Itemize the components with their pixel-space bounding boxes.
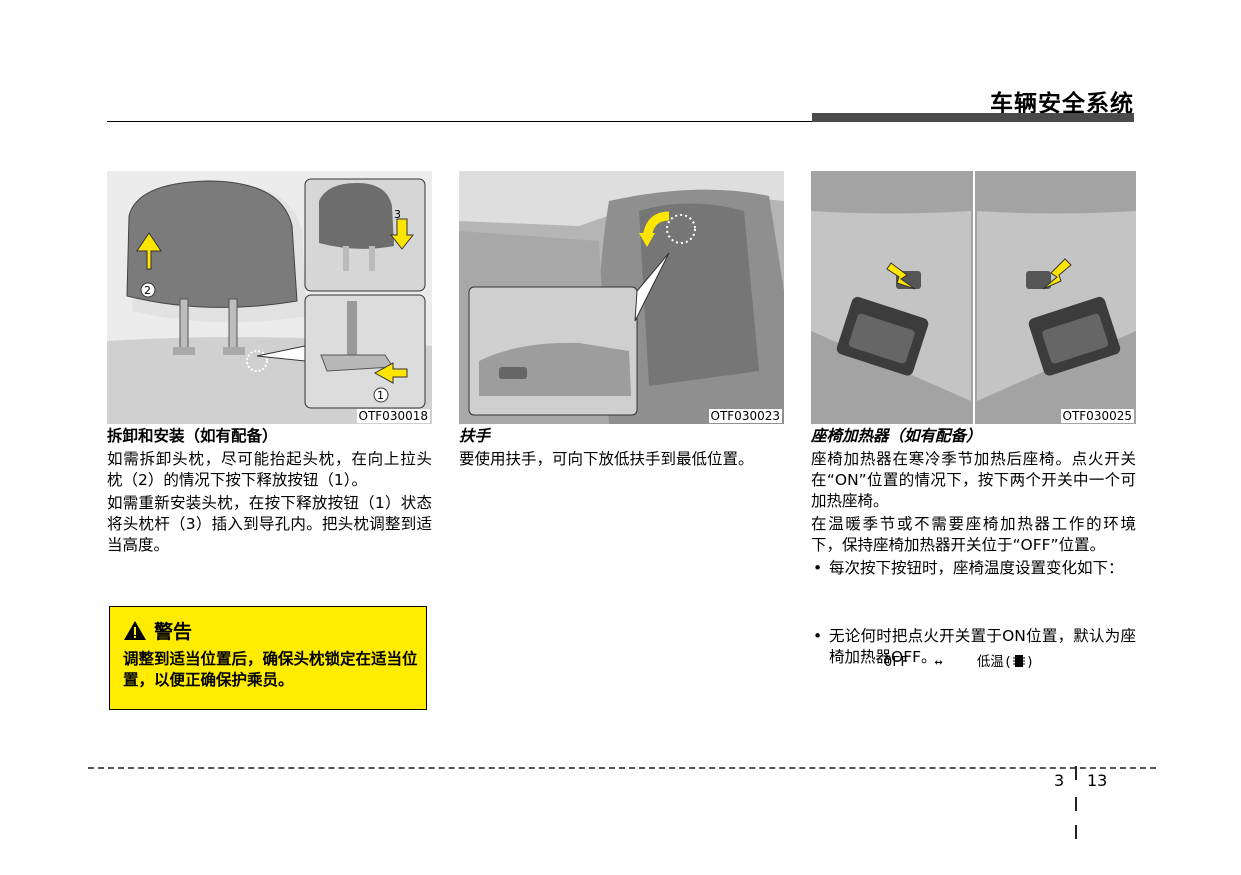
svg-text:3: 3 <box>394 208 401 221</box>
bullet-item: •每次按下按钮时，座椅温度设置变化如下： <box>813 559 1124 577</box>
section-title: 拆卸和安装（如有配备） <box>107 427 278 445</box>
heat-off-label: OFF <box>884 654 909 670</box>
figure-seat-warmer: OTF030025 <box>811 171 1136 424</box>
header-rule <box>107 121 812 122</box>
page-divider <box>1075 797 1077 811</box>
heat-low-label: 低温( <box>976 654 1012 670</box>
figure-code: OTF030023 <box>708 409 782 423</box>
seat-heat-icon <box>1012 655 1025 667</box>
page-divider <box>1075 766 1077 780</box>
chapter-number: 3 <box>1054 771 1065 790</box>
paragraph: 在温暖季节或不需要座椅加热器工作的环境下，保持座椅加热器开关位于“OFF”位置。 <box>811 515 1136 554</box>
section-header-title: 车辆安全系统 <box>990 91 1134 117</box>
page-divider <box>1075 825 1077 839</box>
page-number: 13 <box>1087 771 1108 790</box>
warning-triangle-icon <box>124 621 146 640</box>
svg-text:2: 2 <box>144 284 151 297</box>
header-bar <box>812 113 1134 122</box>
bullet-item: •无论何时把点火开关置于ON位置，默认为座椅加热器OFF。 <box>813 627 1136 666</box>
figure-code: OTF030025 <box>1060 409 1134 423</box>
paragraph: 如需重新安装头枕，在按下释放按钮（1）状态将头枕杆（3）插入到导孔内。把头枕调整… <box>107 494 432 554</box>
warning-box: 警告 调整到适当位置后，确保头枕锁定在适当位置，以便正确保护乘员。 <box>109 606 427 710</box>
paragraph: 座椅加热器在寒冷季节加热后座椅。点火开关在“ON”位置的情况下，按下两个开关中一… <box>811 450 1136 510</box>
figure-armrest: OTF030023 <box>459 171 784 424</box>
heat-setting-diagram: OFF ↔ 低温() <box>884 650 1034 670</box>
armrest-section: 扶手 要使用扶手，可向下放低扶手到最低位置。 <box>459 426 784 472</box>
section-title: 扶手 <box>459 427 491 445</box>
seat-warmer-section: 座椅加热器（如有配备） 座椅加热器在寒冷季节加热后座椅。点火开关在“ON”位置的… <box>811 426 1136 670</box>
footer-dashed-rule <box>88 767 1156 769</box>
headrest-section: 拆卸和安装（如有配备） 如需拆卸头枕，尽可能抬起头枕，在向上拉头枕（2）的情况下… <box>107 426 432 558</box>
arrow-icon: ↔ <box>934 654 943 670</box>
section-title: 座椅加热器（如有配备） <box>811 427 982 445</box>
paragraph: 如需拆卸头枕，尽可能抬起头枕，在向上拉头枕（2）的情况下按下释放按钮（1）。 <box>107 450 432 489</box>
warning-text: 调整到适当位置后，确保头枕锁定在适当位置，以便正确保护乘员。 <box>123 650 418 689</box>
figure-headrest: 2 3 1 OTF030018 <box>107 171 432 424</box>
paragraph: 要使用扶手，可向下放低扶手到最低位置。 <box>459 450 754 468</box>
figure-code: OTF030018 <box>356 409 430 423</box>
warning-heading: 警告 <box>154 621 193 643</box>
svg-text:1: 1 <box>377 389 384 402</box>
